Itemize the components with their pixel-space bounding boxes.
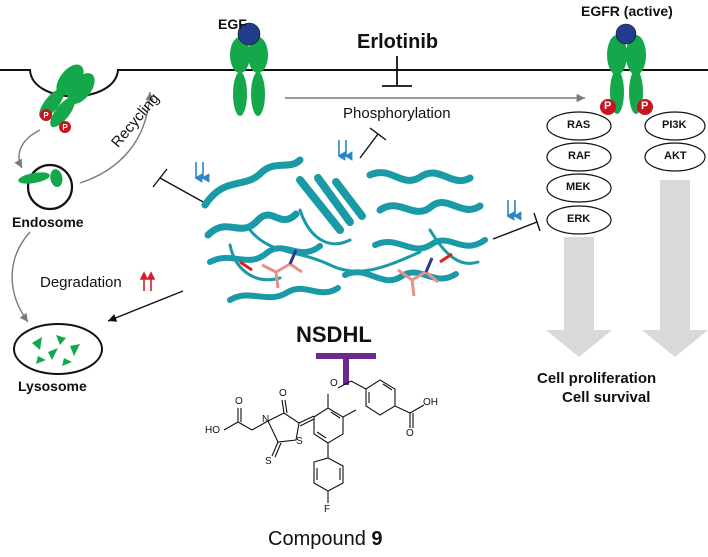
compound-number: 9 xyxy=(371,528,383,550)
lysosome xyxy=(13,323,103,375)
phosphorylation-label: Phosphorylation xyxy=(343,105,451,122)
lysosome-fragments xyxy=(32,335,80,366)
compound-9-structure xyxy=(223,379,425,503)
internalization-arrow xyxy=(14,129,41,169)
cell-proliferation-label: Cell proliferation xyxy=(537,370,657,387)
egf-ligand xyxy=(615,23,637,45)
erlotinib-label: Erlotinib xyxy=(357,31,439,53)
cell-membrane xyxy=(0,69,708,98)
atom-f: F xyxy=(324,504,331,515)
recycling-inhibition-line xyxy=(159,177,206,204)
atom-n: N xyxy=(262,414,270,425)
endosome-label: Endosome xyxy=(12,214,84,230)
atom-o-carbonyl: O xyxy=(279,388,287,399)
egfr-active-label: EGFR (active) xyxy=(581,3,673,19)
cell-survival-label: Cell survival xyxy=(562,389,651,406)
degradation-label: Degradation xyxy=(40,274,122,291)
kinase-label-erk: ERK xyxy=(567,213,591,225)
phospho-mark-label: P xyxy=(604,100,612,112)
egfr-active-receptor xyxy=(600,23,653,115)
signal-arrow-akt xyxy=(642,180,708,357)
lysosome-label: Lysosome xyxy=(18,378,87,394)
atom-s-ring: S xyxy=(296,436,303,447)
kinase-label-mek: MEK xyxy=(566,181,591,193)
atom-o-acid-left: O xyxy=(235,396,243,407)
phospho-mark xyxy=(40,109,52,121)
egf-ligand xyxy=(237,22,261,46)
kinase-raf xyxy=(546,142,612,172)
svg-text:P: P xyxy=(62,123,68,132)
kinase-pi3k xyxy=(644,111,706,141)
kinase-mek xyxy=(546,173,612,203)
compound-label: Compound 9 xyxy=(268,528,383,551)
kinase-label-raf: RAF xyxy=(568,150,591,162)
compound-prefix: Compound xyxy=(268,528,366,550)
signal-arrow-erk xyxy=(546,237,612,357)
kinase-akt xyxy=(644,142,706,172)
svg-text:P: P xyxy=(43,111,49,120)
nsdhl-protein-structure xyxy=(201,156,488,303)
endosome xyxy=(26,163,74,211)
kinase-label-akt: AKT xyxy=(664,150,687,162)
nsdhl-label: NSDHL xyxy=(296,322,372,347)
kinase-erk xyxy=(546,205,612,235)
nsdhl-ligand-right xyxy=(397,252,453,297)
atom-o-acid: O xyxy=(406,428,414,439)
phospho-mark-label: P xyxy=(641,100,649,112)
decrease-arrows-erk xyxy=(506,200,522,221)
increase-arrows-degradation xyxy=(139,271,156,291)
kinase-label-pi3k: PI3K xyxy=(662,119,687,131)
egf-label: EGF xyxy=(218,16,247,32)
nsdhl-ligand-left xyxy=(239,249,303,289)
endosome-receptor xyxy=(18,169,63,188)
decrease-arrows-recycling xyxy=(194,162,210,183)
degradation-curve-arrow xyxy=(11,231,31,323)
phospho-mark xyxy=(600,99,616,115)
atom-o-ether: O xyxy=(330,378,338,389)
erk-inhibition-line xyxy=(492,221,538,240)
egf-receptor xyxy=(230,22,268,116)
kinase-ras xyxy=(546,111,612,141)
phosphorylation-inhibition-line xyxy=(359,133,379,159)
decrease-arrows-phosphorylation xyxy=(337,140,353,161)
kinase-label-ras: RAS xyxy=(567,119,591,131)
atom-s-thione: S xyxy=(265,456,272,467)
recycling-arrow xyxy=(79,91,154,184)
phospho-mark xyxy=(59,121,71,133)
phospho-mark xyxy=(637,99,653,115)
atom-oh: OH xyxy=(423,397,438,408)
atom-ho: HO xyxy=(205,425,220,436)
degradation-arrow xyxy=(107,290,184,322)
